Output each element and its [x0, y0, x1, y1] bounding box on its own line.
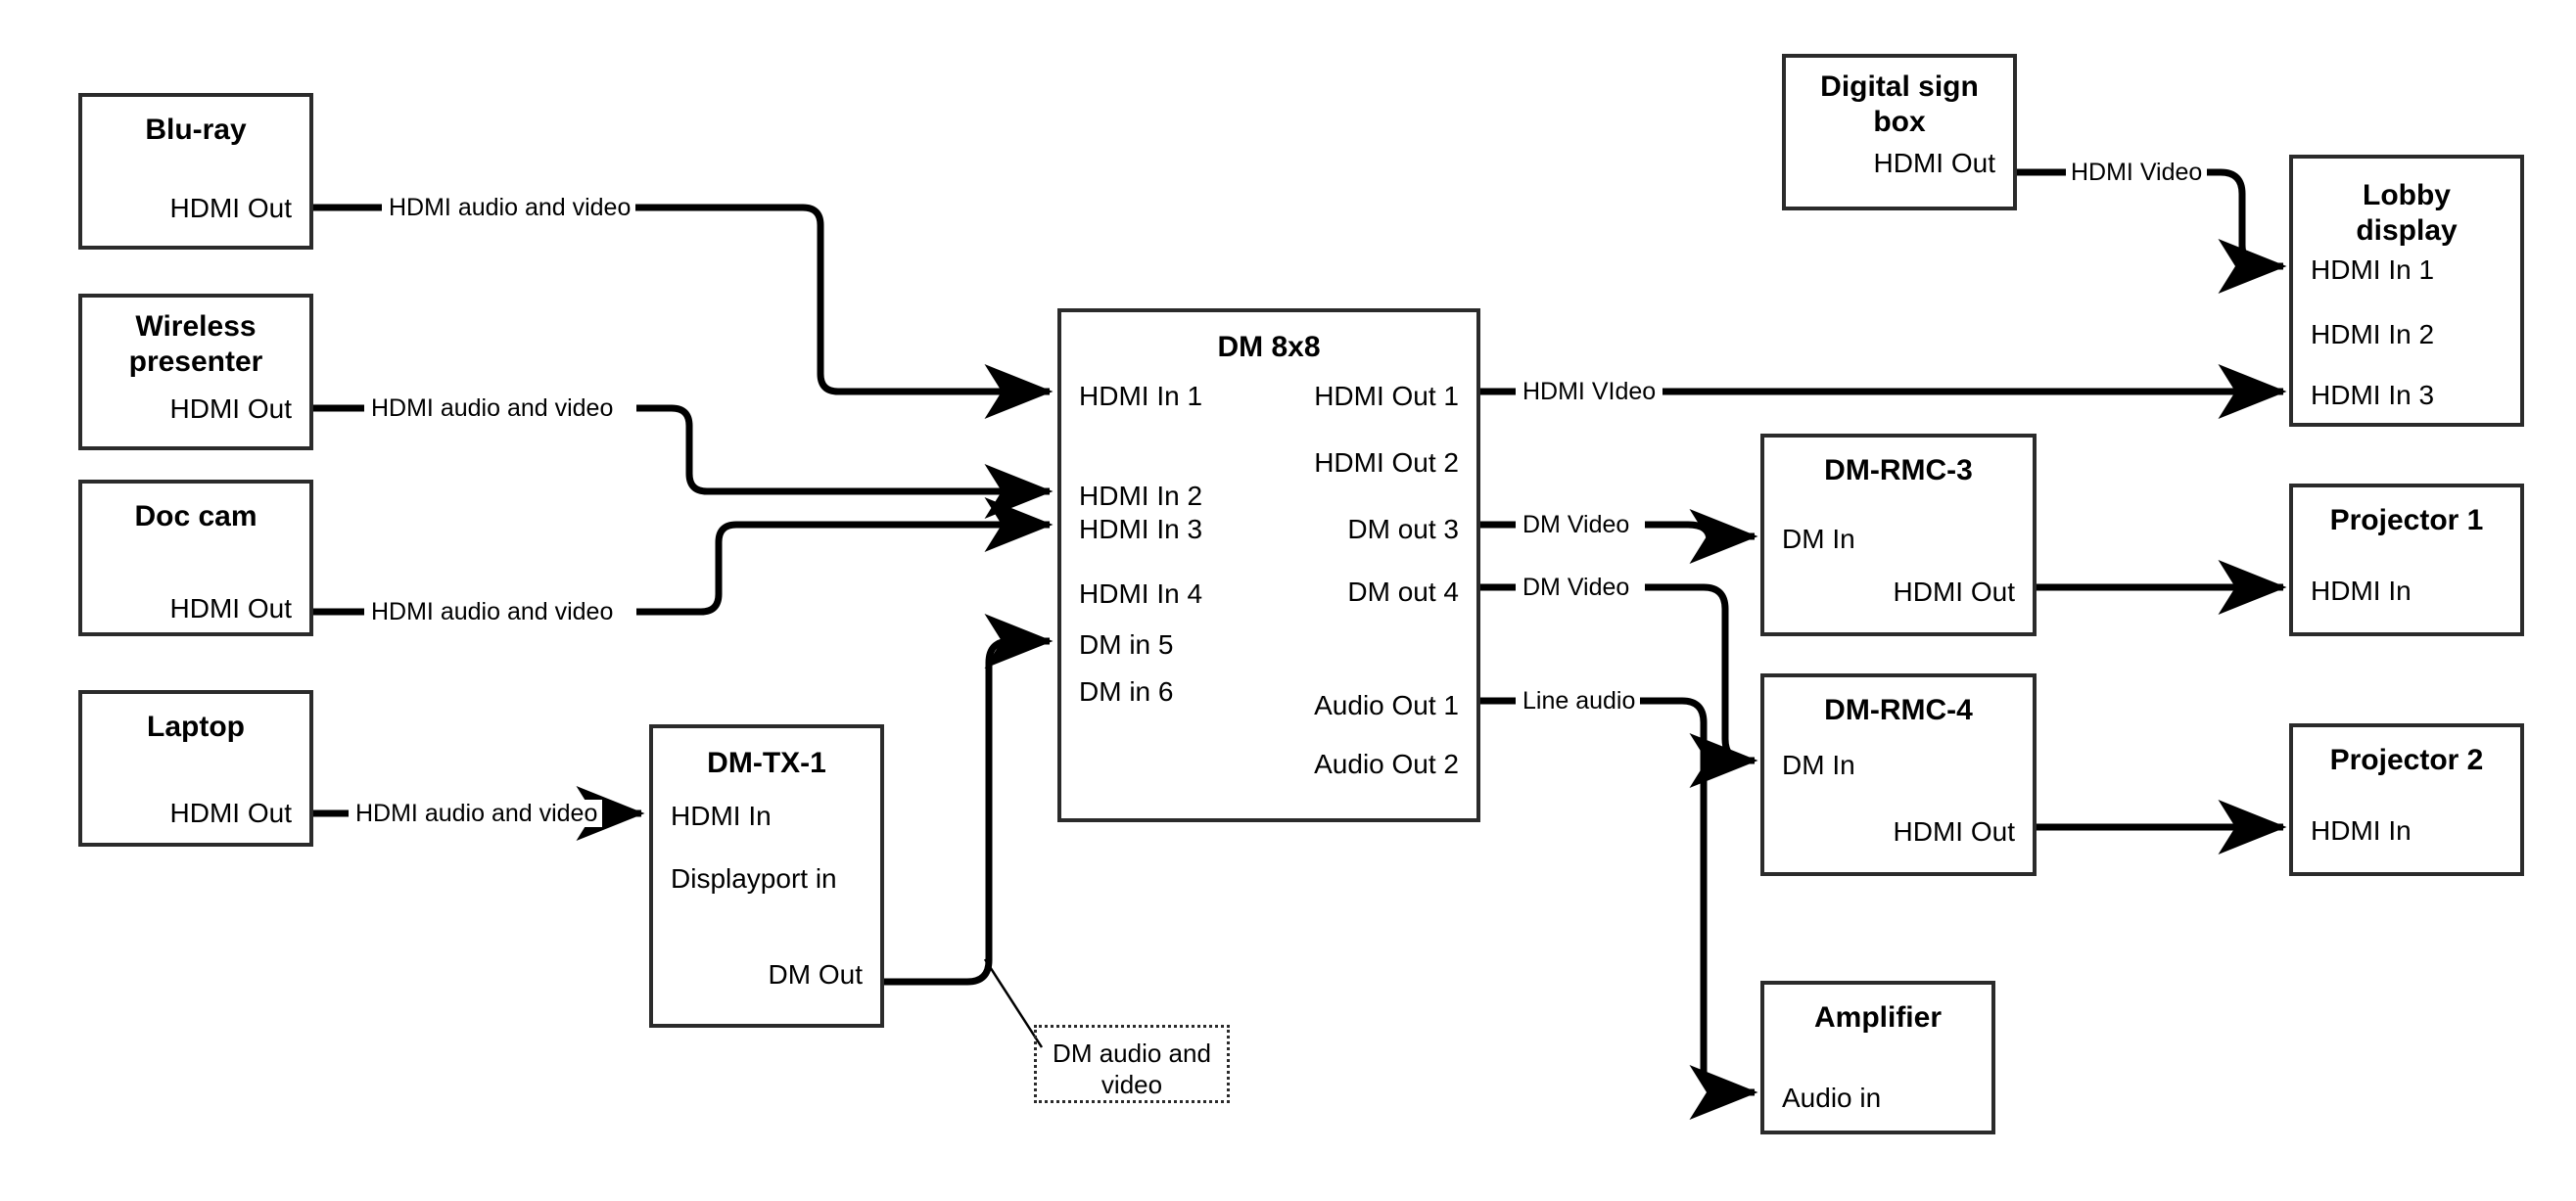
edge-label-doccam-to-dm: HDMI audio and video [366, 598, 619, 625]
node-dm-rmc-4-title: DM-RMC-4 [1824, 694, 1973, 726]
node-dm-8x8-output-dm-out-3[interactable]: DM out 3 [1347, 514, 1459, 544]
callout-dm-audio-video: DM audio and video [1034, 1025, 1230, 1103]
node-dm-8x8-output-hdmi-out-1[interactable]: HDMI Out 1 [1314, 381, 1459, 411]
node-lobby-display-title-line2: display [2356, 214, 2458, 247]
node-dm-8x8-title: DM 8x8 [1217, 331, 1321, 363]
node-amplifier-port-audio-in[interactable]: Audio in [1782, 1083, 1882, 1113]
node-dm-8x8-input-dm-in-5[interactable]: DM in 5 [1079, 629, 1174, 660]
node-doc-cam-title: Doc cam [134, 500, 258, 532]
node-dm-rmc-3-port-dm-in[interactable]: DM In [1782, 524, 1855, 554]
node-dm-8x8-output-dm-out-4[interactable]: DM out 4 [1347, 577, 1459, 607]
node-digital-sign-box[interactable]: Digital sign box HDMI Out [1782, 54, 2017, 210]
node-projector-1[interactable]: Projector 1 HDMI In [2289, 484, 2524, 636]
edge-dm8x8-dmout4-to-rmc4 [1480, 583, 1755, 761]
edge-label-hdmiout1-to-lobby: HDMI VIdeo [1518, 378, 1662, 405]
callout-leader-line [983, 958, 1044, 1048]
edge-label-audioout1-to-amp: Line audio [1518, 687, 1641, 715]
node-projector-2-port-hdmi-in[interactable]: HDMI In [2311, 815, 2412, 846]
node-dm-tx-1[interactable]: DM-TX-1 HDMI In Displayport in DM Out [649, 724, 884, 1028]
node-dm-8x8-input-hdmi-in-2[interactable]: HDMI In 2 [1079, 481, 1203, 511]
edge-dm8x8-dmout3-to-rmc3 [1480, 525, 1755, 540]
edge-digitalsign-to-lobby [2017, 168, 2283, 266]
edge-doccam-to-dm8x8 [313, 525, 1050, 616]
node-projector-1-title: Projector 1 [2329, 504, 2484, 536]
node-dm-rmc-3-port-hdmi-out[interactable]: HDMI Out [1893, 577, 2015, 607]
node-amplifier-title: Amplifier [1813, 1001, 1943, 1034]
edge-label-bluray-to-dm: HDMI audio and video [384, 194, 636, 221]
edge-dm8x8-audioout1-to-amp [1480, 697, 1755, 1092]
node-wireless-presenter-title-line1: Wireless [135, 310, 257, 343]
node-lobby-display[interactable]: Lobby display HDMI In 1 HDMI In 2 HDMI I… [2289, 155, 2524, 427]
node-dm-8x8-output-hdmi-out-2[interactable]: HDMI Out 2 [1314, 447, 1459, 478]
node-dm-rmc-3[interactable]: DM-RMC-3 DM In HDMI Out [1760, 434, 2037, 636]
node-dm-tx-1-port-displayport-in[interactable]: Displayport in [671, 863, 837, 894]
node-digital-sign-box-title-line2: box [1873, 106, 1926, 138]
node-dm-8x8-input-dm-in-6[interactable]: DM in 6 [1079, 676, 1174, 707]
edge-wireless-to-dm8x8 [313, 404, 1050, 491]
node-lobby-display-port-hdmi-in-3[interactable]: HDMI In 3 [2311, 380, 2435, 410]
edge-label-wireless-to-dm: HDMI audio and video [366, 394, 619, 422]
node-bluray-port-hdmi-out[interactable]: HDMI Out [169, 193, 292, 223]
callout-text-line2: video [1101, 1070, 1163, 1099]
node-amplifier[interactable]: Amplifier Audio in [1760, 981, 1995, 1134]
node-dm-tx-1-port-dm-out[interactable]: DM Out [768, 959, 863, 990]
edge-label-laptop-to-dmtx1: HDMI audio and video [351, 800, 603, 827]
node-laptop[interactable]: Laptop HDMI Out [78, 690, 313, 847]
node-dm-rmc-3-title: DM-RMC-3 [1824, 454, 1973, 486]
node-bluray[interactable]: Blu-ray HDMI Out [78, 93, 313, 250]
node-dm-8x8-input-hdmi-in-4[interactable]: HDMI In 4 [1079, 578, 1203, 609]
node-digital-sign-box-title-line1: Digital sign [1820, 70, 1979, 103]
node-dm-8x8[interactable]: DM 8x8 HDMI In 1 HDMI In 2 HDMI In 3 HDM… [1057, 308, 1480, 822]
node-laptop-port-hdmi-out[interactable]: HDMI Out [169, 798, 292, 828]
node-dm-8x8-output-audio-out-2[interactable]: Audio Out 2 [1314, 749, 1459, 779]
node-doc-cam-port-hdmi-out[interactable]: HDMI Out [169, 593, 292, 624]
node-dm-rmc-4-port-hdmi-out[interactable]: HDMI Out [1893, 816, 2015, 847]
node-dm-rmc-4-port-dm-in[interactable]: DM In [1782, 750, 1855, 780]
edge-label-sign-to-lobby: HDMI Video [2066, 159, 2208, 186]
node-lobby-display-port-hdmi-in-1[interactable]: HDMI In 1 [2311, 254, 2435, 285]
node-laptop-title: Laptop [147, 711, 245, 743]
node-dm-8x8-input-hdmi-in-1[interactable]: HDMI In 1 [1079, 381, 1203, 411]
callout-text-line1: DM audio and [1053, 1039, 1211, 1068]
node-lobby-display-port-hdmi-in-2[interactable]: HDMI In 2 [2311, 319, 2435, 349]
node-wireless-presenter-title-line2: presenter [128, 346, 263, 378]
node-dm-8x8-input-hdmi-in-3[interactable]: HDMI In 3 [1079, 514, 1203, 544]
node-projector-2-title: Projector 2 [2329, 744, 2484, 776]
node-bluray-title: Blu-ray [145, 114, 247, 146]
node-wireless-presenter-port-hdmi-out[interactable]: HDMI Out [169, 393, 292, 424]
node-dm-rmc-4[interactable]: DM-RMC-4 DM In HDMI Out [1760, 673, 2037, 876]
node-lobby-display-title-line1: Lobby [2363, 179, 2451, 211]
node-projector-2[interactable]: Projector 2 HDMI In [2289, 723, 2524, 876]
node-digital-sign-box-port-hdmi-out[interactable]: HDMI Out [1873, 148, 1995, 178]
node-dm-tx-1-port-hdmi-in[interactable]: HDMI In [671, 801, 772, 831]
edge-bluray-to-dm8x8 [313, 204, 1050, 392]
edge-label-dmout3-to-rmc3: DM Video [1518, 511, 1635, 538]
node-dm-8x8-output-audio-out-1[interactable]: Audio Out 1 [1314, 690, 1459, 720]
node-projector-1-port-hdmi-in[interactable]: HDMI In [2311, 576, 2412, 606]
node-wireless-presenter[interactable]: Wireless presenter HDMI Out [78, 294, 313, 450]
edge-dmtx1-to-dm8x8 [884, 614, 1054, 986]
node-doc-cam[interactable]: Doc cam HDMI Out [78, 480, 313, 636]
edge-label-dmout4-to-rmc4: DM Video [1518, 574, 1635, 601]
node-dm-tx-1-title: DM-TX-1 [707, 747, 826, 779]
